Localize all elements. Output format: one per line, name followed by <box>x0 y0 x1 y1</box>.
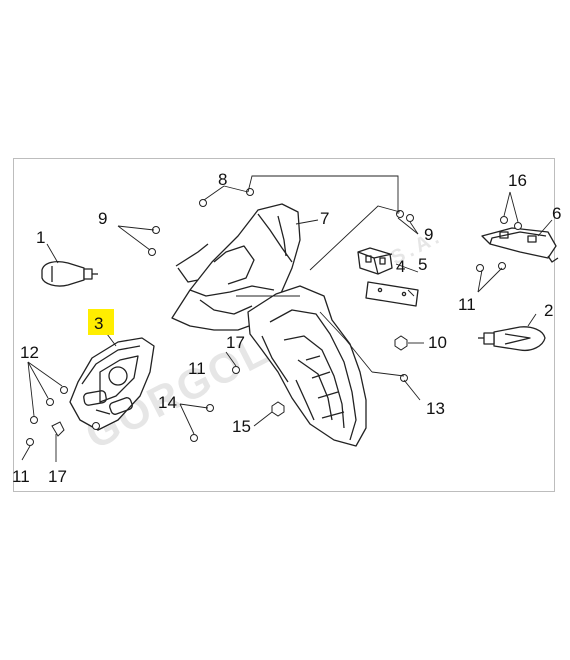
label-17-left[interactable]: 17 <box>48 467 67 486</box>
label-4[interactable]: 4 <box>396 257 405 276</box>
label-15[interactable]: 15 <box>232 417 251 436</box>
label-9-left[interactable]: 9 <box>98 209 107 228</box>
label-16[interactable]: 16 <box>508 171 527 190</box>
label-6[interactable]: 6 <box>552 204 561 223</box>
part-3-tail-light[interactable] <box>69 337 155 431</box>
diagram-frame <box>13 158 555 492</box>
label-11-right[interactable]: 11 <box>458 295 476 314</box>
label-2[interactable]: 2 <box>544 301 553 320</box>
part-5-plate[interactable] <box>365 281 419 307</box>
label-17-center[interactable]: 17 <box>226 333 245 352</box>
label-13[interactable]: 13 <box>426 399 445 418</box>
part-2-turn-signal-right[interactable] <box>478 326 546 352</box>
label-12[interactable]: 12 <box>20 343 39 362</box>
part-1-turn-signal-left[interactable] <box>41 261 98 287</box>
label-7[interactable]: 7 <box>320 209 329 228</box>
label-11-center[interactable]: 11 <box>188 359 206 378</box>
highlight-part-3 <box>88 309 114 335</box>
label-1[interactable]: 1 <box>36 228 45 247</box>
label-9-right[interactable]: 9 <box>424 225 433 244</box>
part-6-bracket[interactable] <box>481 227 559 263</box>
label-5[interactable]: 5 <box>418 255 427 274</box>
rear-fender-undertray[interactable] <box>247 285 367 447</box>
label-10[interactable]: 10 <box>428 333 447 352</box>
label-3[interactable]: 3 <box>94 314 103 333</box>
part-4-reflector[interactable] <box>357 247 393 275</box>
part-labels: 1 2 3 4 5 6 7 8 9 9 10 11 11 11 12 13 14… <box>12 170 561 486</box>
leader-lines <box>21 175 553 462</box>
label-8[interactable]: 8 <box>218 170 227 189</box>
label-11-left[interactable]: 11 <box>12 467 30 486</box>
label-14[interactable]: 14 <box>158 393 177 412</box>
